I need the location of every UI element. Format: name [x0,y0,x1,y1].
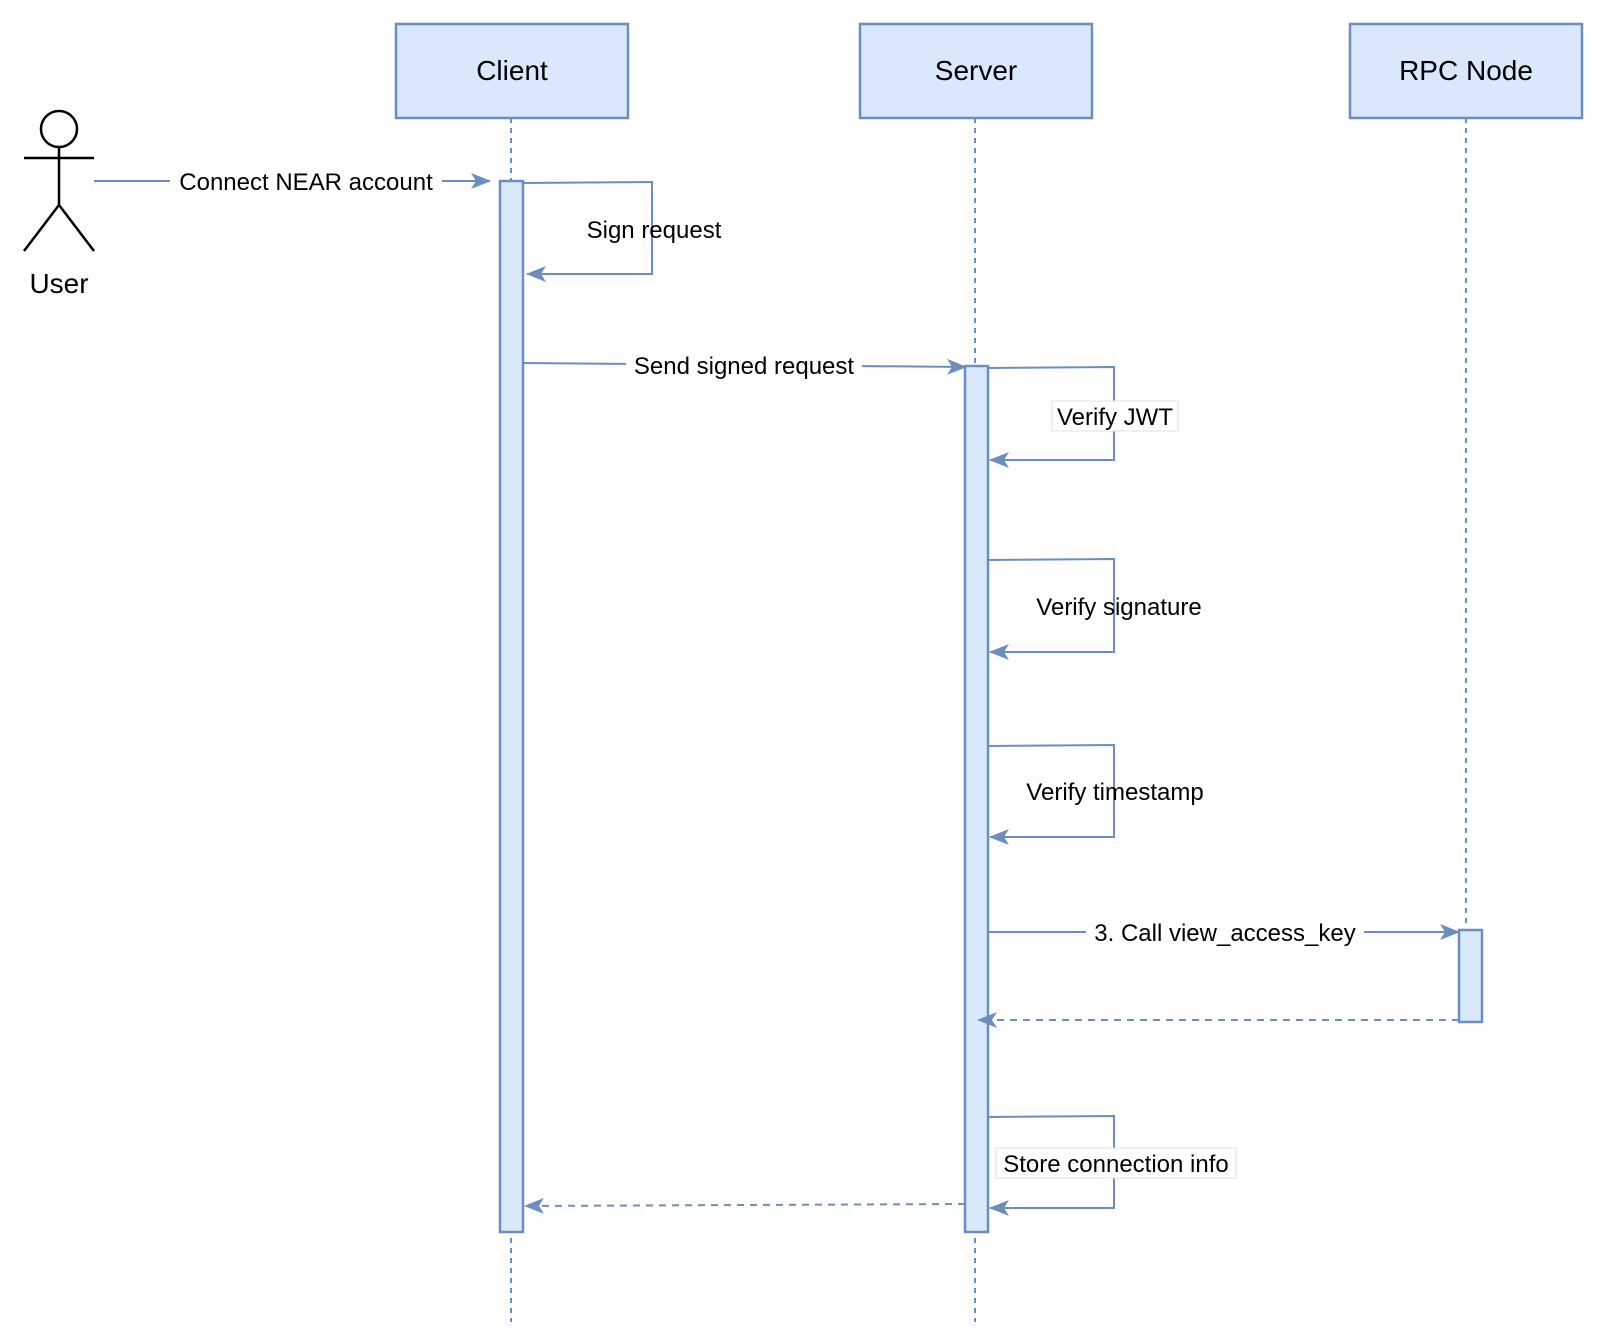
message-verify-timestamp: Verify timestamp [987,743,1204,845]
message-send-label: Send signed request [634,353,854,380]
rpc-activation [1457,928,1484,1024]
participant-rpc-node: RPC Node [1348,22,1584,120]
participant-client: Client [394,22,630,120]
message-verify-signature: Verify signature [987,557,1202,660]
user-actor-label: User [29,268,88,299]
message-send-signed: Send signed request [522,350,967,380]
participant-client-label: Client [476,55,548,86]
message-verify-timestamp-label: Verify timestamp [1026,779,1203,806]
participant-rpc-label: RPC Node [1399,55,1533,86]
message-store-label: Store connection info [1003,1151,1228,1178]
message-verify-jwt: Verify JWT [987,365,1179,468]
message-sign-request: Sign request [522,180,722,282]
server-activation [963,364,990,1234]
message-connect-label: Connect NEAR account [179,169,433,196]
message-verify-jwt-label: Verify JWT [1057,404,1173,431]
message-call-view-access-key: 3. Call view_access_key [988,918,1460,948]
user-actor: User [23,109,95,299]
message-connect: Connect NEAR account [94,166,491,196]
participant-server: Server [858,22,1094,120]
participant-server-label: Server [935,55,1017,86]
client-activation [498,179,525,1234]
message-store-connection: Store connection info [987,1114,1237,1216]
message-server-return [524,1197,966,1214]
message-verify-signature-label: Verify signature [1036,594,1201,621]
message-call-label: 3. Call view_access_key [1094,920,1355,947]
message-sign-label: Sign request [587,217,722,244]
